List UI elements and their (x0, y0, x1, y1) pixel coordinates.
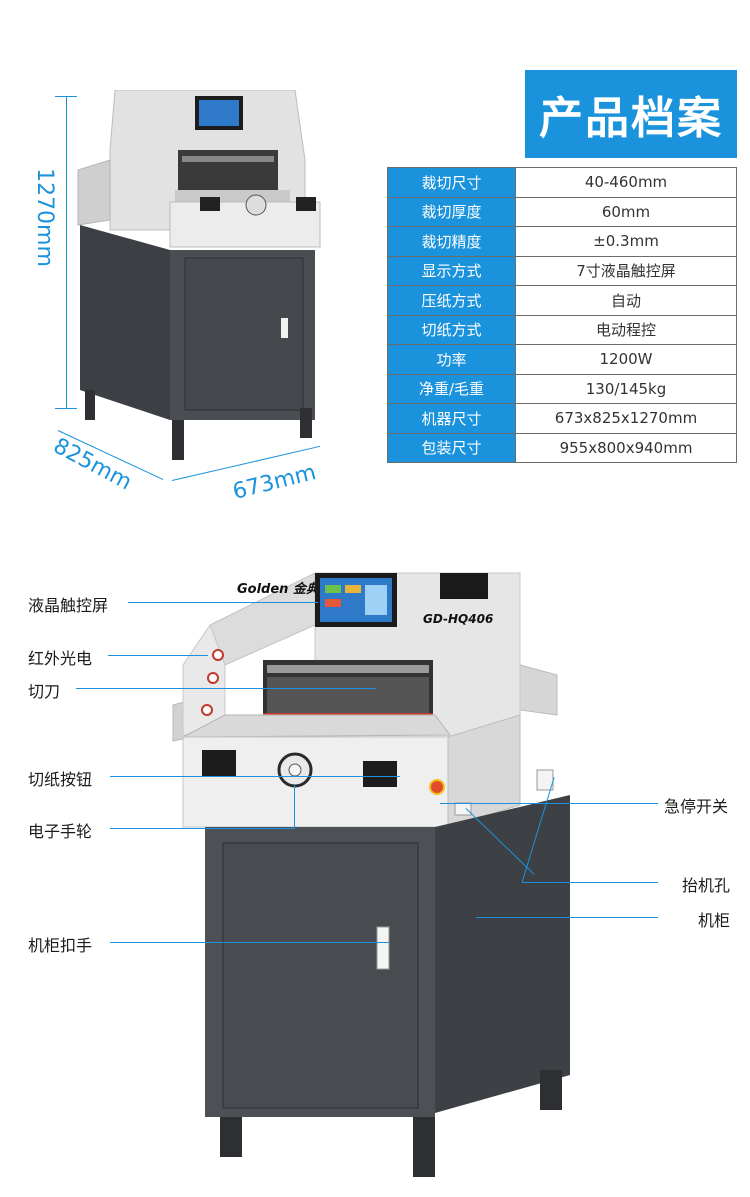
spec-value: 自动 (515, 285, 737, 316)
spec-value: 电动程控 (515, 314, 737, 345)
height-dimension-label: 1270mm (31, 168, 57, 267)
spec-value: 130/145kg (515, 373, 737, 404)
callout-line-cabinet (476, 917, 658, 918)
spec-row: 裁切精度±0.3mm (387, 226, 737, 257)
spec-key: 包装尺寸 (387, 432, 516, 463)
callout-cabinet: 机柜 (698, 911, 731, 930)
callout-cabinet-handle: 机柜扣手 (28, 936, 93, 955)
callout-infrared: 红外光电 (28, 649, 93, 668)
height-top-tick (55, 96, 77, 97)
spec-key: 裁切尺寸 (387, 167, 516, 198)
spec-key: 功率 (387, 344, 516, 375)
machine-small-image (77, 90, 321, 460)
callout-handwheel: 电子手轮 (28, 822, 93, 841)
spec-key: 显示方式 (387, 255, 516, 286)
callout-line-lcd (128, 602, 318, 603)
spec-row: 压纸方式自动 (387, 285, 737, 316)
spec-value: 1200W (515, 344, 737, 375)
spec-key: 机器尺寸 (387, 403, 516, 434)
spec-key: 净重/毛重 (387, 373, 516, 404)
callout-lift-hole: 抬机孔 (682, 876, 731, 895)
spec-key: 压纸方式 (387, 285, 516, 316)
spec-title: 产品档案 (525, 70, 737, 158)
callout-line-infrared (108, 655, 208, 656)
spec-row: 切纸方式电动程控 (387, 314, 737, 345)
spec-key: 裁切厚度 (387, 196, 516, 227)
callout-line-cut-button (110, 776, 400, 777)
height-bottom-tick (55, 408, 77, 409)
spec-value: 40-460mm (515, 167, 737, 198)
callout-line-handwheel-v (294, 785, 295, 829)
spec-value: 60mm (515, 196, 737, 227)
machine-large-image: Golden 金典 GD-HQ406 (172, 572, 570, 1177)
callout-line-blade (76, 688, 376, 689)
callout-emergency-stop: 急停开关 (664, 797, 729, 816)
callout-cut-button: 切纸按钮 (28, 770, 93, 789)
brand-logo: Golden 金典 (237, 581, 320, 597)
callout-line-cabinet-handle (110, 942, 390, 943)
height-dimension-line (66, 96, 67, 408)
spec-value: 673x825x1270mm (515, 403, 737, 434)
callout-line-emergency-stop (440, 803, 658, 804)
spec-value: 955x800x940mm (515, 432, 737, 463)
spec-key: 切纸方式 (387, 314, 516, 345)
callout-lcd: 液晶触控屏 (28, 596, 109, 615)
spec-value: ±0.3mm (515, 226, 737, 257)
spec-value: 7寸液晶触控屏 (515, 255, 737, 286)
callout-line-lift-hole-h (522, 882, 658, 883)
spec-key: 裁切精度 (387, 226, 516, 257)
model-label: GD-HQ406 (423, 612, 493, 626)
callout-blade: 切刀 (28, 682, 61, 701)
callout-line-handwheel-h (110, 828, 295, 829)
